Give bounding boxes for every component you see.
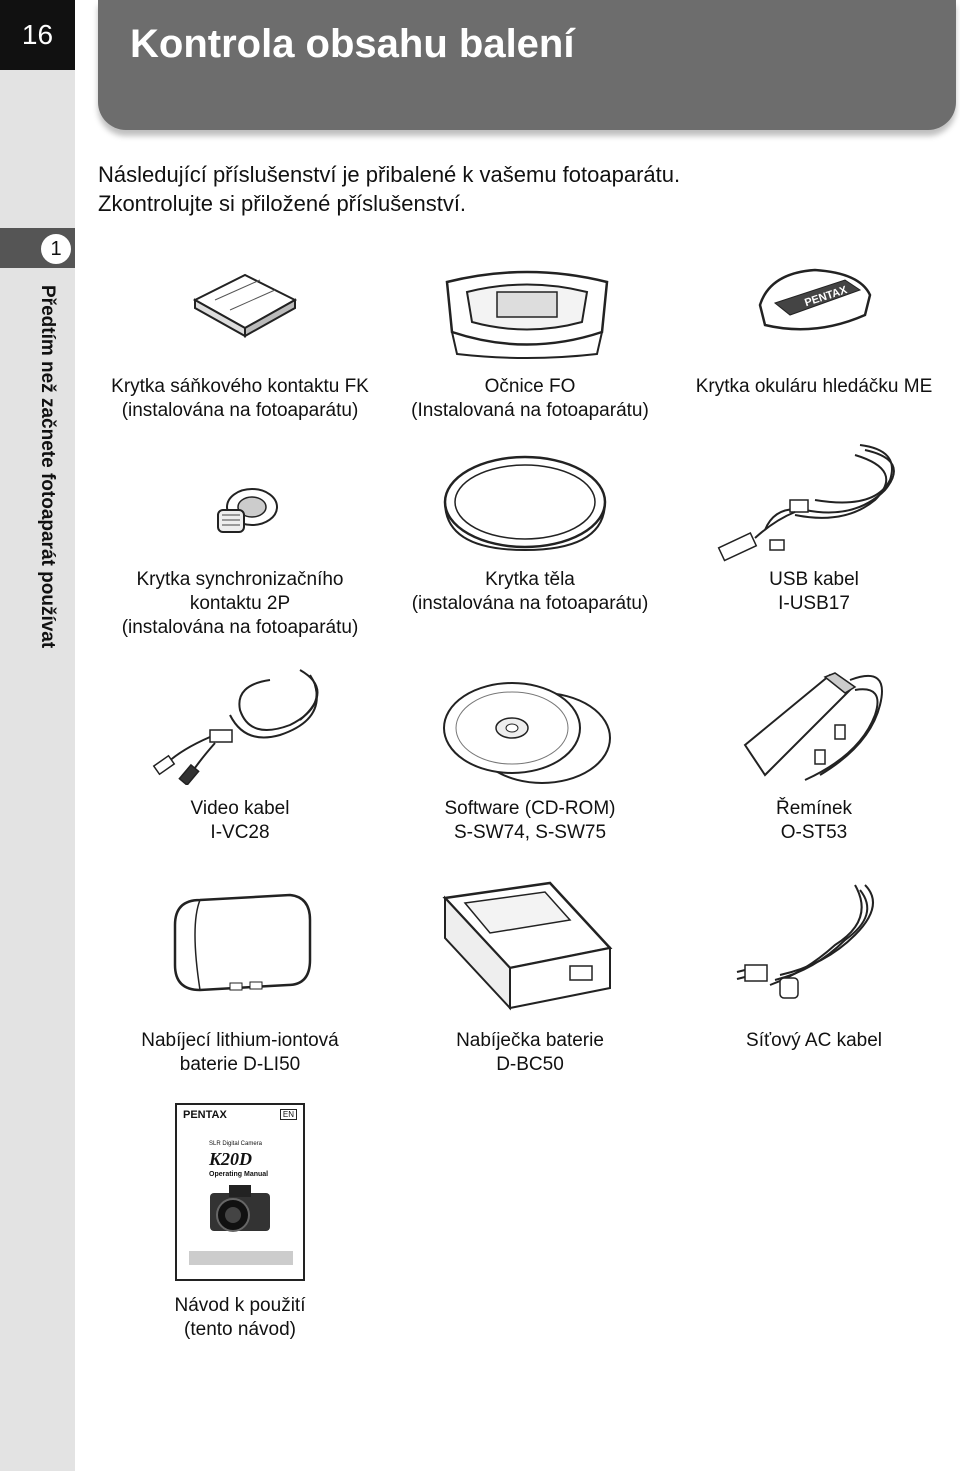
chapter-number: 1 xyxy=(41,234,71,264)
chapter-title: Předtím než začnete fotoaparát používat xyxy=(37,285,58,649)
manual-subtitle: SLR Digital Camera xyxy=(209,1141,263,1147)
page-number: 16 xyxy=(0,0,75,70)
intro-line-2: Zkontrolujte si přiložené příslušenství. xyxy=(98,191,467,216)
item-label: Krytka těla(instalována na fotoaparátu) xyxy=(411,569,649,614)
intro-text: Následující příslušenství je přibalené k… xyxy=(98,160,680,218)
item-label: Software (CD-ROM)S-SW74, S-SW75 xyxy=(444,798,616,843)
operating-manual-icon: PENTAX EN SLR Digital Camera K20D Operat… xyxy=(175,1103,305,1281)
strap-icon xyxy=(740,665,890,790)
usb-cable-icon xyxy=(715,440,910,565)
page-title: Kontrola obsahu balení xyxy=(130,22,575,66)
sync-socket-cap-icon xyxy=(212,485,282,545)
header-bar xyxy=(98,0,956,130)
item-label: Očnice FO(Instalovaná na fotoaparátu) xyxy=(411,376,649,421)
manual-model: K20D xyxy=(209,1149,253,1169)
camera-icon xyxy=(210,1185,270,1232)
item-label: Návod k použití(tento návod) xyxy=(174,1295,306,1340)
eyecup-icon xyxy=(437,262,617,362)
manual-logos xyxy=(189,1251,293,1265)
chapter-sidebar xyxy=(0,0,75,1471)
manual-lang: EN xyxy=(279,1109,297,1120)
manual-brand: PENTAX xyxy=(183,1109,227,1121)
item-label: Krytka sáňkového kontaktu FK(instalována… xyxy=(111,376,369,421)
item-label: Síťový AC kabel xyxy=(746,1030,882,1051)
video-cable-icon xyxy=(150,665,330,785)
cd-rom-icon xyxy=(440,678,615,788)
hot-shoe-cover-icon xyxy=(190,270,300,340)
item-label: Krytka okuláru hledáčku ME xyxy=(695,376,933,397)
battery-charger-icon xyxy=(440,878,615,1013)
body-mount-cover-icon xyxy=(440,450,610,555)
battery-icon xyxy=(170,885,315,1000)
manual-doc-title: Operating Manual xyxy=(209,1171,269,1178)
ac-cable-icon xyxy=(735,880,885,1005)
intro-line-1: Následující příslušenství je přibalené k… xyxy=(98,162,681,187)
viewfinder-cap-icon: PENTAX xyxy=(755,265,875,340)
